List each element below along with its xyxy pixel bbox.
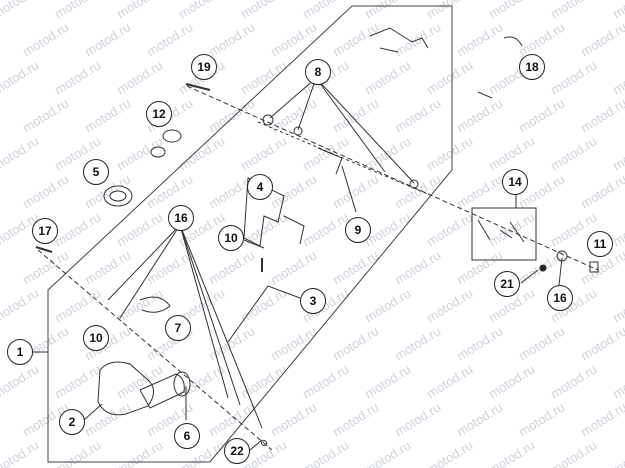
callout-10-lower-label: 10	[89, 331, 103, 345]
part-8-washer-b	[293, 126, 303, 136]
callout-19: 19	[191, 54, 217, 80]
callout-21-label: 21	[500, 277, 514, 291]
callout-17: 17	[32, 218, 58, 244]
part-17-bolt	[35, 246, 53, 253]
part-18-clip	[503, 36, 523, 47]
leader-3	[267, 285, 301, 299]
part-9-strip	[317, 147, 343, 175]
leader-16-e	[179, 224, 263, 429]
callout-16-left: 16	[168, 205, 194, 231]
part-12-sleeve-b	[150, 146, 166, 158]
callout-4: 4	[247, 174, 273, 200]
leader-8-b	[297, 77, 317, 131]
leader-16-d	[179, 224, 241, 406]
part-11-cap	[589, 261, 599, 273]
leader-8-c	[315, 77, 386, 173]
callout-9: 9	[345, 217, 371, 243]
part-6-cylinder	[139, 373, 185, 409]
part-2-housing	[97, 361, 154, 416]
part-19-pin	[185, 83, 211, 91]
callout-10-upper: 10	[218, 225, 244, 251]
callout-3: 3	[300, 288, 326, 314]
leader-21	[520, 269, 539, 284]
part-21-bolt	[539, 264, 547, 272]
callout-2: 2	[59, 409, 85, 435]
callout-19-label: 19	[197, 60, 211, 74]
callout-16-left-label: 16	[174, 211, 188, 225]
callout-6: 6	[174, 423, 200, 449]
callout-9-label: 9	[354, 223, 362, 237]
leader-16-b	[119, 224, 181, 319]
leader-3-b	[227, 285, 269, 343]
callout-11-label: 11	[593, 237, 607, 251]
callout-8-label: 8	[314, 65, 322, 79]
callout-8: 8	[305, 59, 331, 85]
callout-16-right: 16	[547, 285, 573, 311]
part-8-washer-a	[262, 114, 274, 126]
callout-12-label: 12	[152, 107, 166, 121]
callout-1: 1	[7, 339, 33, 365]
assembly-axis-mid	[257, 121, 431, 196]
leader-16-c	[179, 224, 229, 399]
leader-16-a	[107, 224, 181, 301]
part-22-pin	[261, 440, 267, 446]
callout-14-label: 14	[508, 175, 522, 189]
leader-10a	[243, 239, 265, 249]
assembly-axis-upper	[186, 85, 599, 271]
part-12-sleeve-a	[162, 129, 182, 143]
assembly-axis-lower	[37, 249, 273, 451]
callout-10-lower: 10	[83, 325, 109, 351]
callout-4-label: 4	[256, 180, 264, 194]
part-4-bracket	[243, 177, 285, 247]
callout-2-label: 2	[68, 415, 76, 429]
leader-2	[83, 403, 103, 421]
callout-17-label: 17	[38, 224, 52, 238]
leader-8-a	[269, 77, 317, 119]
part-16-right-ring	[556, 250, 568, 262]
top-shaft-sketch	[369, 27, 429, 49]
callout-5-label: 5	[92, 165, 100, 179]
part-5-bushing	[103, 185, 133, 207]
callout-18-label: 18	[525, 60, 539, 74]
callout-1-label: 1	[16, 345, 24, 359]
callout-22-label: 22	[230, 444, 244, 458]
callout-6-label: 6	[183, 429, 191, 443]
callout-16-right-label: 16	[553, 291, 567, 305]
leader-16-right	[558, 257, 563, 286]
leader-9	[341, 165, 357, 213]
part-14-box	[471, 207, 537, 261]
callout-22: 22	[224, 438, 250, 464]
callout-7: 7	[165, 315, 191, 341]
callout-14: 14	[502, 169, 528, 195]
callout-18: 18	[519, 54, 545, 80]
callout-5: 5	[83, 159, 109, 185]
callout-12: 12	[146, 101, 172, 127]
leader-8-d	[315, 77, 415, 184]
callout-3-label: 3	[309, 294, 317, 308]
callout-11: 11	[587, 231, 613, 257]
part-8-washer-c	[409, 179, 419, 189]
callout-7-label: 7	[174, 321, 182, 335]
callout-10-upper-label: 10	[224, 231, 238, 245]
callout-21: 21	[494, 271, 520, 297]
part-7-spring	[139, 296, 171, 313]
frame-outline	[47, 5, 453, 463]
leader-22	[249, 439, 263, 451]
